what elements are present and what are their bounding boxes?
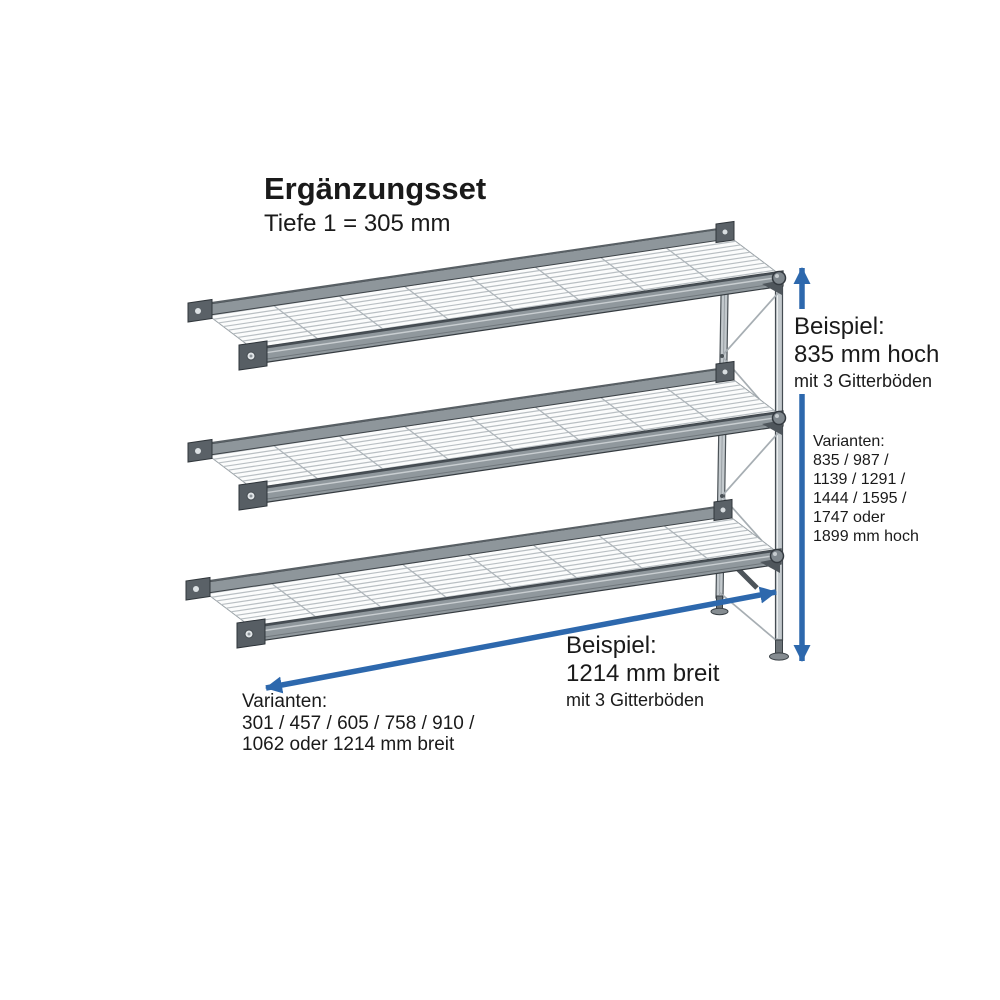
height-example-value: 835 mm hoch: [794, 341, 940, 368]
height-variants-label: Varianten:: [813, 433, 885, 450]
page-title: Ergänzungsset: [264, 171, 487, 206]
width-variants-label: Varianten:: [242, 691, 328, 712]
width-example-value: 1214 mm breit: [566, 660, 720, 687]
depth-spec: Tiefe 1 = 305 mm: [264, 210, 451, 238]
height-variants-line: 1444 / 1595 /: [813, 490, 907, 507]
dimension-arrows: [265, 267, 811, 694]
height-example-note: mit 3 Gitterböden: [794, 371, 933, 391]
width-variants-line: 301 / 457 / 605 / 758 / 910 /: [242, 712, 475, 734]
height-example-block: Beispiel: 835 mm hoch mit 3 Gitterböden: [794, 313, 939, 392]
height-variants-line: 1139 / 1291 /: [813, 471, 906, 488]
width-example-block: Beispiel: 1214 mm breit mit 3 Gitterböde…: [566, 632, 719, 711]
title-block: Ergänzungsset Tiefe 1 = 305 mm: [264, 171, 487, 239]
height-example-label: Beispiel:: [794, 313, 885, 340]
width-variants-line: 1062 oder 1214 mm breit: [242, 734, 455, 755]
width-example-note: mit 3 Gitterböden: [566, 690, 705, 710]
width-variants-block: Varianten: 301 / 457 / 605 / 758 / 910 /…: [242, 691, 474, 756]
height-variants-block: Varianten: 835 / 987 / 1139 / 1291 / 144…: [813, 432, 919, 546]
width-dimension-arrow: [265, 586, 777, 694]
width-example-label: Beispiel:: [566, 632, 657, 659]
height-variants-line: 835 / 987 /: [813, 452, 889, 469]
wire-mesh-shelves: [185, 220, 787, 649]
height-variants-line: 1899 mm hoch: [813, 528, 919, 545]
height-variants-line: 1747 oder: [813, 509, 886, 526]
